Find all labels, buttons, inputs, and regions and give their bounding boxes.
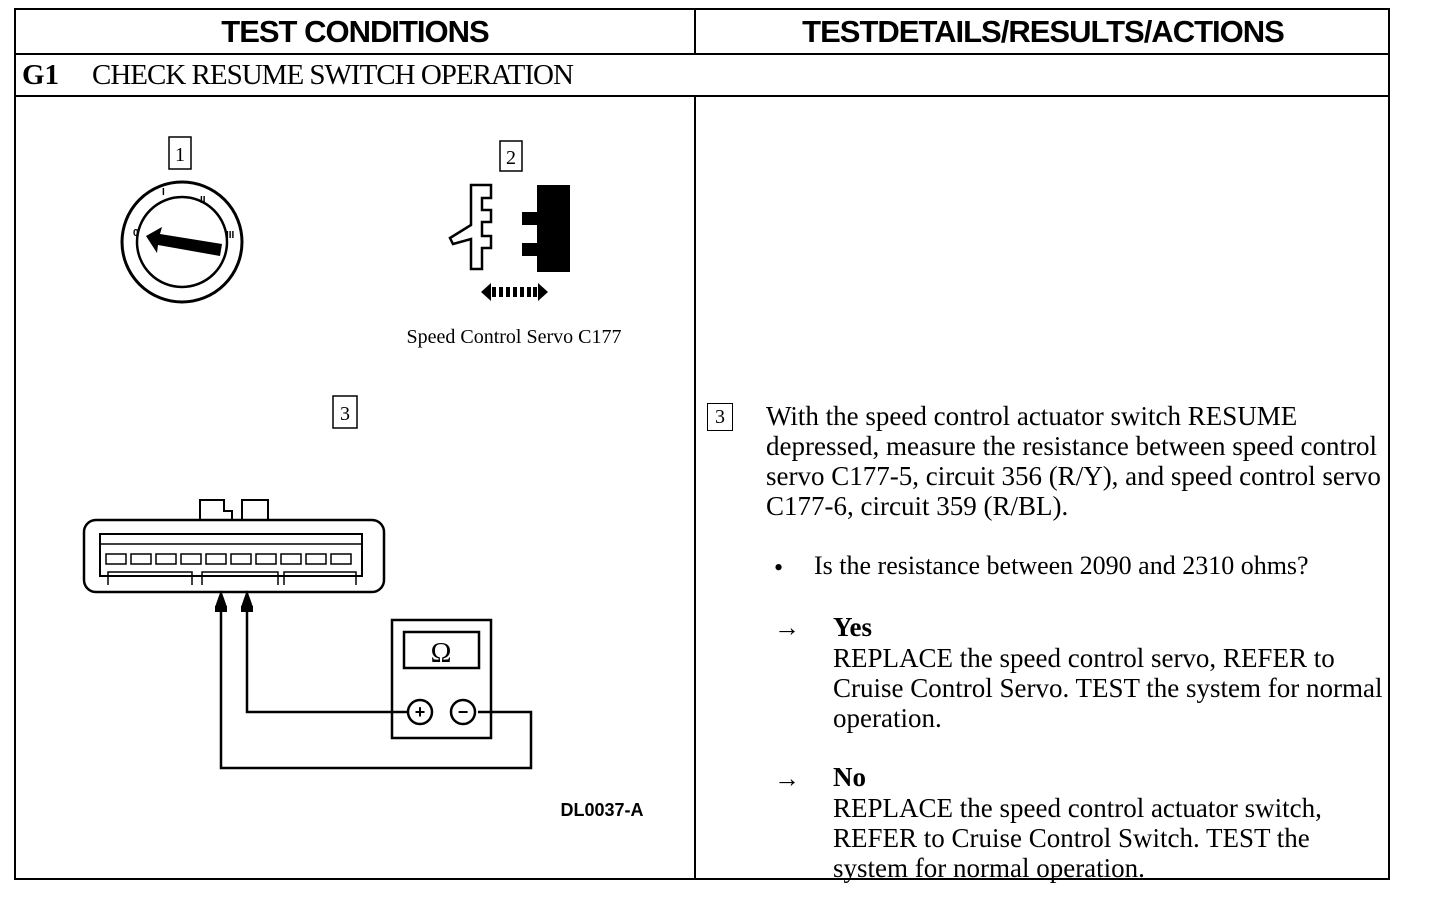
header-divider	[16, 53, 1388, 55]
no-label: No	[833, 762, 866, 792]
step2-box	[499, 140, 523, 172]
question-text: Is the resistance between 2090 and 2310 …	[814, 551, 1309, 580]
detail-step-label: 3	[707, 403, 733, 431]
test-details-column: 3 With the speed control actuator switch…	[696, 97, 1390, 883]
no-arrow-icon: →	[774, 764, 800, 793]
ignition-pos-2: II	[200, 195, 206, 206]
column-divider	[694, 10, 696, 53]
meter-ohm-symbol: Ω	[431, 638, 452, 669]
step3-label: 3	[340, 403, 350, 425]
connector-caption: Speed Control Servo C177	[407, 326, 622, 348]
test-leads	[215, 590, 533, 770]
test-table: TEST CONDITIONS TESTDETAILS/RESULTS/ACTI…	[14, 8, 1390, 883]
meter-plus: +	[415, 702, 426, 722]
ignition-pos-0: 0	[133, 228, 139, 239]
question-bullet: •	[774, 553, 784, 582]
connector-c177-face	[82, 499, 386, 594]
ohmmeter-icon: Ω + −	[390, 618, 493, 740]
yes-label: Yes	[833, 612, 872, 642]
header-test-details: TESTDETAILS/RESULTS/ACTIONS	[802, 13, 1285, 49]
section-row: G1 CHECK RESUME SWITCH OPERATION	[16, 55, 1388, 95]
ignition-pos-3: III	[226, 230, 235, 241]
step1-label: 1	[175, 144, 185, 166]
section-divider	[16, 95, 1388, 97]
figure-id: DL0037-A	[560, 800, 643, 820]
step3-box	[332, 395, 358, 429]
meter-minus: −	[458, 702, 469, 722]
column-divider-main	[694, 97, 696, 880]
ignition-key-icon: 0 I II III	[120, 180, 244, 304]
step1-box	[168, 136, 192, 170]
step-instruction: With the speed control actuator switch R…	[766, 401, 1381, 521]
test-conditions-diagram: 1 0 I II III 2 Speed Contro	[82, 136, 644, 820]
connector-disconnect-icon	[448, 183, 570, 301]
ignition-pos-1: I	[162, 187, 165, 198]
section-code: G1	[22, 59, 60, 91]
yes-action-text: REPLACE the speed control servo, REFER t…	[833, 643, 1383, 733]
yes-arrow-icon: →	[774, 613, 800, 642]
section-title: CHECK RESUME SWITCH OPERATION	[92, 59, 574, 91]
no-action-text: REPLACE the speed control actuator switc…	[833, 793, 1322, 883]
header-test-conditions: TEST CONDITIONS	[221, 13, 489, 49]
step2-label: 2	[506, 147, 516, 169]
